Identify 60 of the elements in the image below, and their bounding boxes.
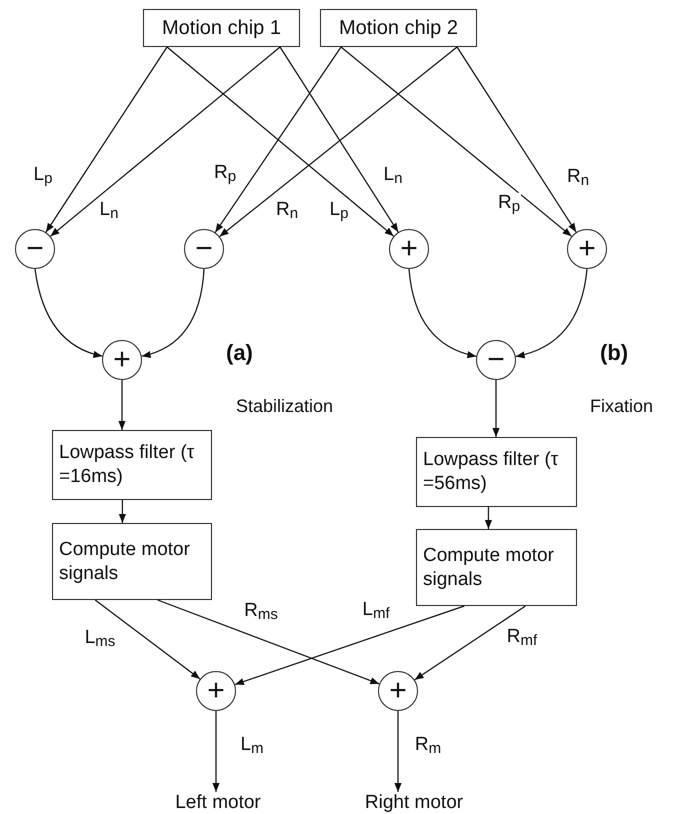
edge-label: R$_{p}$: [496, 192, 522, 216]
summing-junction: [378, 671, 418, 711]
arrow: [219, 46, 458, 237]
arrow: [492, 380, 500, 437]
operator-sign: −: [195, 234, 213, 264]
arrow: [394, 711, 402, 792]
arrow: [456, 46, 577, 232]
arrow: [214, 46, 342, 233]
edge-label: R$_{p}$: [212, 162, 238, 186]
arrow: [408, 268, 476, 358]
arrow: [166, 46, 394, 237]
arrow: [212, 711, 220, 792]
arrow: [94, 600, 200, 680]
arrow: [50, 46, 280, 237]
operator-sign: −: [487, 345, 505, 375]
edge-label: L$_{p}$: [32, 164, 54, 188]
output-label: Left motor: [158, 792, 278, 814]
box-text: Motion chip 1: [162, 16, 281, 40]
operator-sign: +: [400, 234, 418, 264]
caption-text: Stabilization: [236, 396, 334, 417]
arrow: [280, 46, 399, 232]
arrow: [516, 268, 588, 358]
summing-junction: [184, 229, 224, 269]
box-text: Motion chip 2: [339, 16, 458, 40]
summing-junction: [102, 340, 142, 380]
process-box: [52, 430, 212, 500]
operator-sign: +: [207, 676, 225, 706]
arrow: [340, 46, 572, 237]
panel-label: (a): [226, 340, 253, 366]
box-text: Compute motor signals: [423, 544, 555, 592]
process-box: [143, 9, 300, 47]
arrow: [45, 46, 168, 233]
arrow: [484, 507, 492, 529]
arrow: [414, 606, 526, 680]
edge-label: L$_{p}$: [328, 200, 350, 222]
arrow: [142, 268, 205, 358]
summing-junction: [15, 229, 55, 269]
arrow: [118, 380, 126, 430]
process-box: [52, 523, 212, 600]
process-box: [416, 437, 577, 507]
operator-sign: +: [578, 234, 596, 264]
process-box: [416, 529, 577, 606]
arrow: [118, 500, 126, 523]
process-box: [320, 9, 477, 47]
summing-junction: [567, 229, 607, 269]
operator-sign: +: [113, 345, 131, 375]
operator-sign: +: [389, 676, 407, 706]
box-text: Lowpass filter (τ =56ms): [423, 448, 560, 496]
operator-sign: −: [26, 234, 44, 264]
arrow: [34, 268, 103, 358]
box-text: Compute motor signals: [59, 538, 191, 586]
arrow: [157, 599, 380, 684]
summing-junction: [476, 340, 516, 380]
caption-text: Fixation: [590, 396, 654, 417]
summing-junction: [389, 229, 429, 269]
summing-junction: [196, 671, 236, 711]
output-label: Right motor: [350, 792, 478, 814]
arrow: [234, 605, 464, 686]
box-text: Lowpass filter (τ =16ms): [59, 441, 196, 489]
panel-label: (b): [600, 340, 628, 366]
